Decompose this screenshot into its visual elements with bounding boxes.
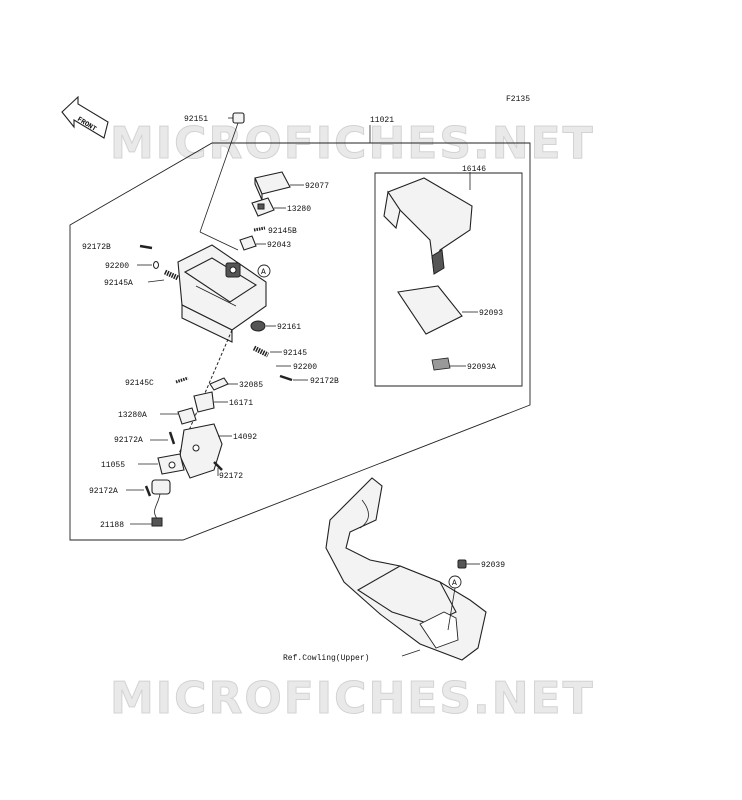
label-16146: 16146 bbox=[462, 165, 486, 174]
screw-92172A-b bbox=[144, 485, 152, 497]
label-92172A-b: 92172A bbox=[89, 487, 118, 496]
tool-box-housing bbox=[177, 244, 267, 343]
label-92200-mid: 92200 bbox=[293, 363, 317, 372]
pad-92093 bbox=[397, 285, 463, 335]
svg-text:A: A bbox=[452, 579, 457, 588]
svg-text:A: A bbox=[261, 268, 266, 277]
label-92145C: 92145C bbox=[125, 379, 154, 388]
part-13280A bbox=[177, 407, 197, 425]
label-11055: 11055 bbox=[101, 461, 125, 470]
figure-code: F2135 bbox=[506, 95, 530, 104]
label-92151: 92151 bbox=[184, 115, 208, 124]
label-92172B-mid: 92172B bbox=[310, 377, 339, 386]
kit-frame bbox=[374, 172, 523, 387]
switch-21188 bbox=[151, 479, 171, 527]
bolt-92172B-top bbox=[139, 244, 153, 250]
part-13280 bbox=[251, 197, 275, 217]
callout-a-cowling: A bbox=[447, 575, 462, 631]
label-11021: 11021 bbox=[370, 116, 394, 125]
part-16171 bbox=[193, 391, 215, 413]
label-14092: 14092 bbox=[233, 433, 257, 442]
bracket-11055 bbox=[157, 453, 185, 475]
label-92093A: 92093A bbox=[467, 363, 496, 372]
cowling-upper bbox=[325, 477, 487, 661]
label-92077: 92077 bbox=[305, 182, 329, 191]
part-92077 bbox=[254, 171, 291, 201]
label-92172B-top: 92172B bbox=[82, 243, 111, 252]
label-92145B: 92145B bbox=[268, 227, 297, 236]
spring-92145A bbox=[163, 269, 180, 281]
spring-92145B bbox=[253, 226, 266, 232]
label-92200-top: 92200 bbox=[105, 262, 129, 271]
front-arrow-icon: FRONT bbox=[61, 95, 109, 139]
spring-92145C bbox=[175, 376, 189, 384]
label-92172A-a: 92172A bbox=[114, 436, 143, 445]
cap-92161 bbox=[250, 320, 266, 332]
assembly-frame bbox=[69, 142, 531, 541]
label-13280A: 13280A bbox=[118, 411, 147, 420]
washer-92200-top bbox=[153, 261, 159, 269]
bolt-92172B-mid bbox=[279, 374, 293, 382]
bolt-92151 bbox=[199, 112, 245, 251]
label-92043: 92043 bbox=[267, 241, 291, 250]
label-92093: 92093 bbox=[479, 309, 503, 318]
label-13280: 13280 bbox=[287, 205, 311, 214]
label-16171: 16171 bbox=[229, 399, 253, 408]
label-92039: 92039 bbox=[481, 561, 505, 570]
label-92145A: 92145A bbox=[104, 279, 133, 288]
label-92161: 92161 bbox=[277, 323, 301, 332]
cover-14092 bbox=[179, 423, 223, 479]
bolt-92039 bbox=[457, 559, 467, 569]
label-92145: 92145 bbox=[283, 349, 307, 358]
label-21188: 21188 bbox=[100, 521, 124, 530]
label-ref-cowling: Ref.Cowling(Upper) bbox=[283, 654, 369, 663]
lever-32085 bbox=[209, 377, 229, 391]
label-32085: 32085 bbox=[239, 381, 263, 390]
pad-92093A bbox=[431, 357, 451, 371]
pin-92043 bbox=[239, 235, 257, 251]
watermark-top: MICROFICHES.NET bbox=[110, 118, 595, 169]
tray-16146 bbox=[383, 177, 473, 275]
spring-92145 bbox=[252, 345, 270, 358]
watermark-bottom: MICROFICHES.NET bbox=[110, 673, 595, 724]
callout-a-housing: A bbox=[257, 264, 271, 278]
screw-92172 bbox=[213, 461, 223, 471]
screw-92172A-a bbox=[168, 431, 176, 445]
label-92172: 92172 bbox=[219, 472, 243, 481]
